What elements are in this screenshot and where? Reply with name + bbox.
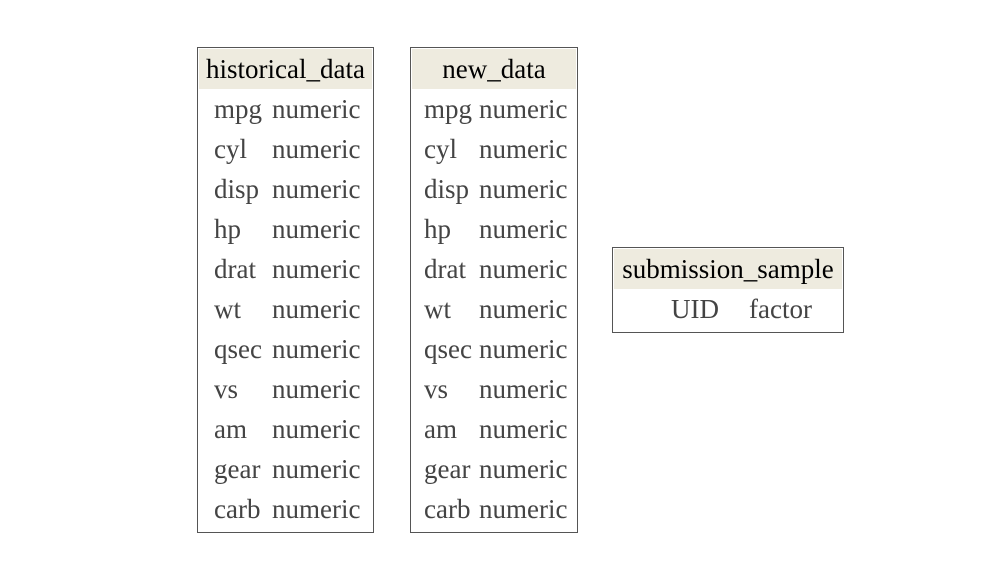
column-name: disp	[214, 174, 260, 204]
table-row: mpg numeric	[411, 89, 577, 129]
column-type: numeric	[272, 294, 361, 324]
column-type: numeric	[479, 334, 568, 364]
table-title: submission_sample	[614, 249, 842, 289]
column-name: wt	[214, 294, 241, 324]
table-row: cyl numeric	[411, 129, 577, 169]
column-name: mpg	[214, 94, 263, 124]
column-name: UID	[671, 294, 719, 324]
column-name: qsec	[214, 334, 262, 364]
column-name: am	[424, 414, 457, 444]
table-title: new_data	[412, 49, 576, 89]
table-submission-sample: submission_sample UID factor	[612, 247, 844, 333]
table-row: drat numeric	[411, 249, 577, 289]
table-row: disp numeric	[198, 169, 373, 209]
column-type: numeric	[479, 254, 568, 284]
table-row: wt numeric	[411, 289, 577, 329]
table-row: vs numeric	[411, 369, 577, 409]
table-row: carb numeric	[411, 489, 577, 529]
column-name: drat	[214, 254, 256, 284]
column-type: numeric	[272, 334, 361, 364]
column-name: qsec	[424, 334, 472, 364]
table-row: hp numeric	[198, 209, 373, 249]
table-row: hp numeric	[411, 209, 577, 249]
column-type: numeric	[479, 494, 568, 524]
table-row: am numeric	[411, 409, 577, 449]
column-name: wt	[424, 294, 451, 324]
column-name: hp	[214, 214, 241, 244]
column-name: gear	[424, 454, 471, 484]
column-name: am	[214, 414, 247, 444]
column-name: carb	[214, 494, 261, 524]
column-type: numeric	[479, 174, 568, 204]
column-type: numeric	[272, 374, 361, 404]
column-type: numeric	[479, 94, 568, 124]
table-row: cyl numeric	[198, 129, 373, 169]
table-row: disp numeric	[411, 169, 577, 209]
table-row: qsec numeric	[411, 329, 577, 369]
table-row: qsec numeric	[198, 329, 373, 369]
column-name: vs	[424, 374, 449, 404]
column-name: disp	[424, 174, 470, 204]
table-row: drat numeric	[198, 249, 373, 289]
column-type: numeric	[272, 494, 361, 524]
table-row: gear numeric	[198, 449, 373, 489]
column-name: hp	[424, 214, 451, 244]
column-type: numeric	[272, 134, 361, 164]
column-name: gear	[214, 454, 261, 484]
table-new-data: new_data mpg numeric cyl numeric disp nu…	[410, 47, 578, 533]
column-type: numeric	[272, 174, 361, 204]
table-row: gear numeric	[411, 449, 577, 489]
column-type: numeric	[479, 214, 568, 244]
column-type: numeric	[272, 214, 361, 244]
column-type: numeric	[272, 454, 361, 484]
table-title: historical_data	[199, 49, 372, 89]
column-name: cyl	[214, 134, 247, 164]
column-type: factor	[749, 294, 812, 324]
column-type: numeric	[479, 374, 568, 404]
column-name: vs	[214, 374, 239, 404]
column-name: cyl	[424, 134, 457, 164]
column-type: numeric	[272, 414, 361, 444]
column-type: numeric	[479, 294, 568, 324]
column-name: mpg	[424, 94, 473, 124]
column-type: numeric	[272, 254, 361, 284]
table-row: mpg numeric	[198, 89, 373, 129]
column-type: numeric	[272, 94, 361, 124]
column-type: numeric	[479, 134, 568, 164]
column-name: carb	[424, 494, 471, 524]
table-row: am numeric	[198, 409, 373, 449]
table-row: wt numeric	[198, 289, 373, 329]
column-name: drat	[424, 254, 466, 284]
table-row: vs numeric	[198, 369, 373, 409]
table-row: UID factor	[613, 289, 843, 329]
column-type: numeric	[479, 454, 568, 484]
table-row: carb numeric	[198, 489, 373, 529]
table-historical-data: historical_data mpg numeric cyl numeric …	[197, 47, 374, 533]
column-type: numeric	[479, 414, 568, 444]
